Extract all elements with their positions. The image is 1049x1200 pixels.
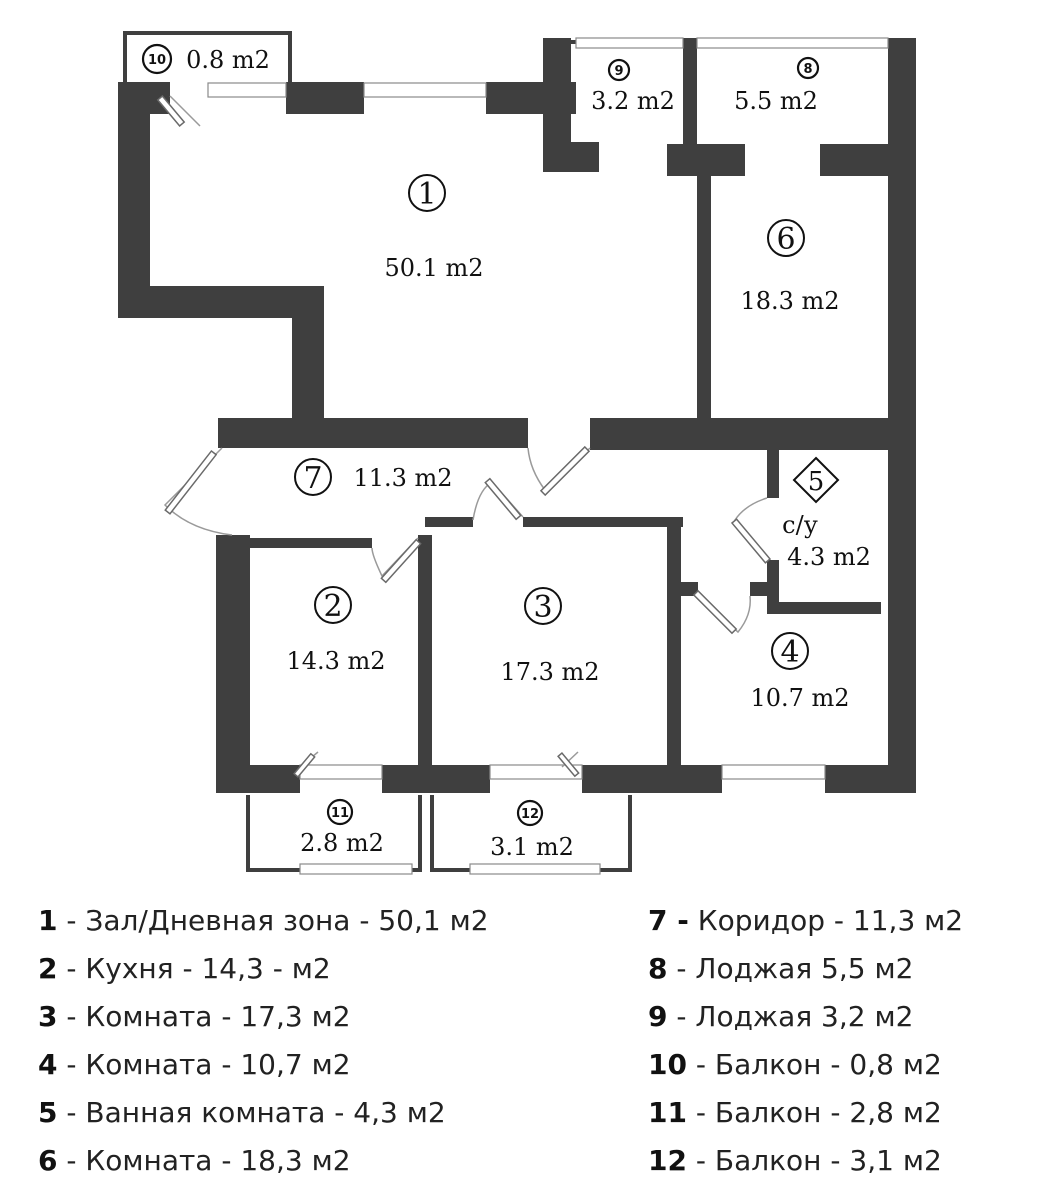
legend-key: 11 [648, 1096, 687, 1129]
doors [156, 94, 772, 778]
legend-key: 6 [38, 1144, 58, 1177]
legend-key: 4 [38, 1048, 58, 1081]
room-4-area: 10.7 m2 [750, 684, 849, 712]
room-2: 2 14.3 m2 [286, 586, 386, 675]
room-5: 5 с/у 4.3 m2 [782, 456, 871, 571]
legend-key: 8 [648, 952, 668, 985]
legend-item: 12 - Балкон - 3,1 м2 [648, 1137, 963, 1185]
walls [118, 38, 916, 793]
room-9: 9 3.2 m2 [591, 58, 675, 115]
room-4: 4 10.7 m2 [750, 632, 850, 712]
legend-key: 1 [38, 904, 58, 937]
room-12: 12 3.1 m2 [490, 799, 574, 861]
legend-item: 11 - Балкон - 2,8 м2 [648, 1089, 963, 1137]
legend-item: 5 - Ванная комната - 4,3 м2 [38, 1089, 489, 1137]
legend-item: 2 - Кухня - 14,3 - м2 [38, 945, 489, 993]
legend-text: - Балкон - 3,1 м2 [686, 1144, 942, 1177]
legend-text: - Кухня - 14,3 - м2 [57, 952, 331, 985]
room-5-area: 4.3 m2 [787, 543, 871, 571]
room-11: 11 2.8 m2 [300, 798, 384, 857]
room-3-number: 3 [533, 590, 552, 625]
room-6: 6 18.3 m2 [740, 219, 840, 315]
legend-key: 12 [648, 1144, 687, 1177]
legend-text: - Балкон - 0,8 м2 [686, 1048, 942, 1081]
room-4-number: 4 [780, 635, 799, 670]
legend-text: - Лоджая 3,2 м2 [667, 1000, 914, 1033]
room-9-area: 3.2 m2 [591, 87, 675, 115]
legend-text: - Комната - 18,3 м2 [57, 1144, 351, 1177]
legend-key: 9 [648, 1000, 668, 1033]
windows [207, 37, 889, 875]
legend-text: - Балкон - 2,8 м2 [686, 1096, 942, 1129]
room-12-area: 3.1 m2 [490, 833, 574, 861]
room-2-number: 2 [323, 589, 342, 624]
legend-text: Коридор - 11,3 м2 [688, 904, 964, 937]
legend-text: - Зал/Дневная зона - 50,1 м2 [57, 904, 489, 937]
room-3-area: 17.3 m2 [500, 658, 599, 686]
room-1: 1 50.1 m2 [384, 174, 484, 282]
legend-text: - Лоджая 5,5 м2 [667, 952, 914, 985]
legend-key: 10 [648, 1048, 687, 1081]
room-1-area: 50.1 m2 [384, 254, 483, 282]
diamond-icon [792, 456, 840, 504]
room-3: 3 17.3 m2 [500, 587, 600, 686]
legend-key: 3 [38, 1000, 58, 1033]
legend-right: 7 - Коридор - 11,3 м2 8 - Лоджая 5,5 м2 … [648, 897, 963, 1185]
room-5-number: 5 [808, 467, 825, 497]
legend-item: 10 - Балкон - 0,8 м2 [648, 1041, 963, 1089]
legend-item: 9 - Лоджая 3,2 м2 [648, 993, 963, 1041]
room-11-number: 11 [331, 806, 349, 821]
legend-key: 5 [38, 1096, 58, 1129]
room-8-area: 5.5 m2 [734, 87, 818, 115]
legend-key: 2 [38, 952, 58, 985]
room-8-number: 8 [803, 62, 812, 77]
room-10: 10 0.8 m2 [141, 43, 270, 75]
room-9-number: 9 [614, 64, 623, 79]
room-7-area: 11.3 m2 [353, 464, 452, 492]
room-7: 7 11.3 m2 [294, 458, 453, 496]
legend-item: 3 - Комната - 17,3 м2 [38, 993, 489, 1041]
legend-item: 1 - Зал/Дневная зона - 50,1 м2 [38, 897, 489, 945]
legend-item: 7 - Коридор - 11,3 м2 [648, 897, 963, 945]
room-11-area: 2.8 m2 [300, 829, 384, 857]
legend-left: 1 - Зал/Дневная зона - 50,1 м2 2 - Кухня… [38, 897, 489, 1185]
legend-text: - Комната - 10,7 м2 [57, 1048, 351, 1081]
legend-key: 7 - [648, 904, 689, 937]
legend-text: - Ванная комната - 4,3 м2 [57, 1096, 446, 1129]
room-7-number: 7 [303, 461, 322, 496]
legend-item: 4 - Комната - 10,7 м2 [38, 1041, 489, 1089]
room-8: 8 5.5 m2 [734, 56, 820, 115]
room-6-number: 6 [776, 222, 795, 257]
room-12-number: 12 [521, 807, 539, 822]
room-10-area: 0.8 m2 [186, 46, 270, 74]
room-1-number: 1 [417, 177, 436, 212]
room-2-area: 14.3 m2 [286, 647, 385, 675]
legend-item: 8 - Лоджая 5,5 м2 [648, 945, 963, 993]
legend-text: - Комната - 17,3 м2 [57, 1000, 351, 1033]
room-5-label: с/у [782, 511, 818, 539]
room-10-number: 10 [148, 53, 166, 68]
floor-plan: 1 50.1 m2 2 14.3 m2 3 17.3 m2 4 10.7 m2 … [118, 31, 916, 875]
room-6-area: 18.3 m2 [740, 287, 839, 315]
legend-item: 6 - Комната - 18,3 м2 [38, 1137, 489, 1185]
